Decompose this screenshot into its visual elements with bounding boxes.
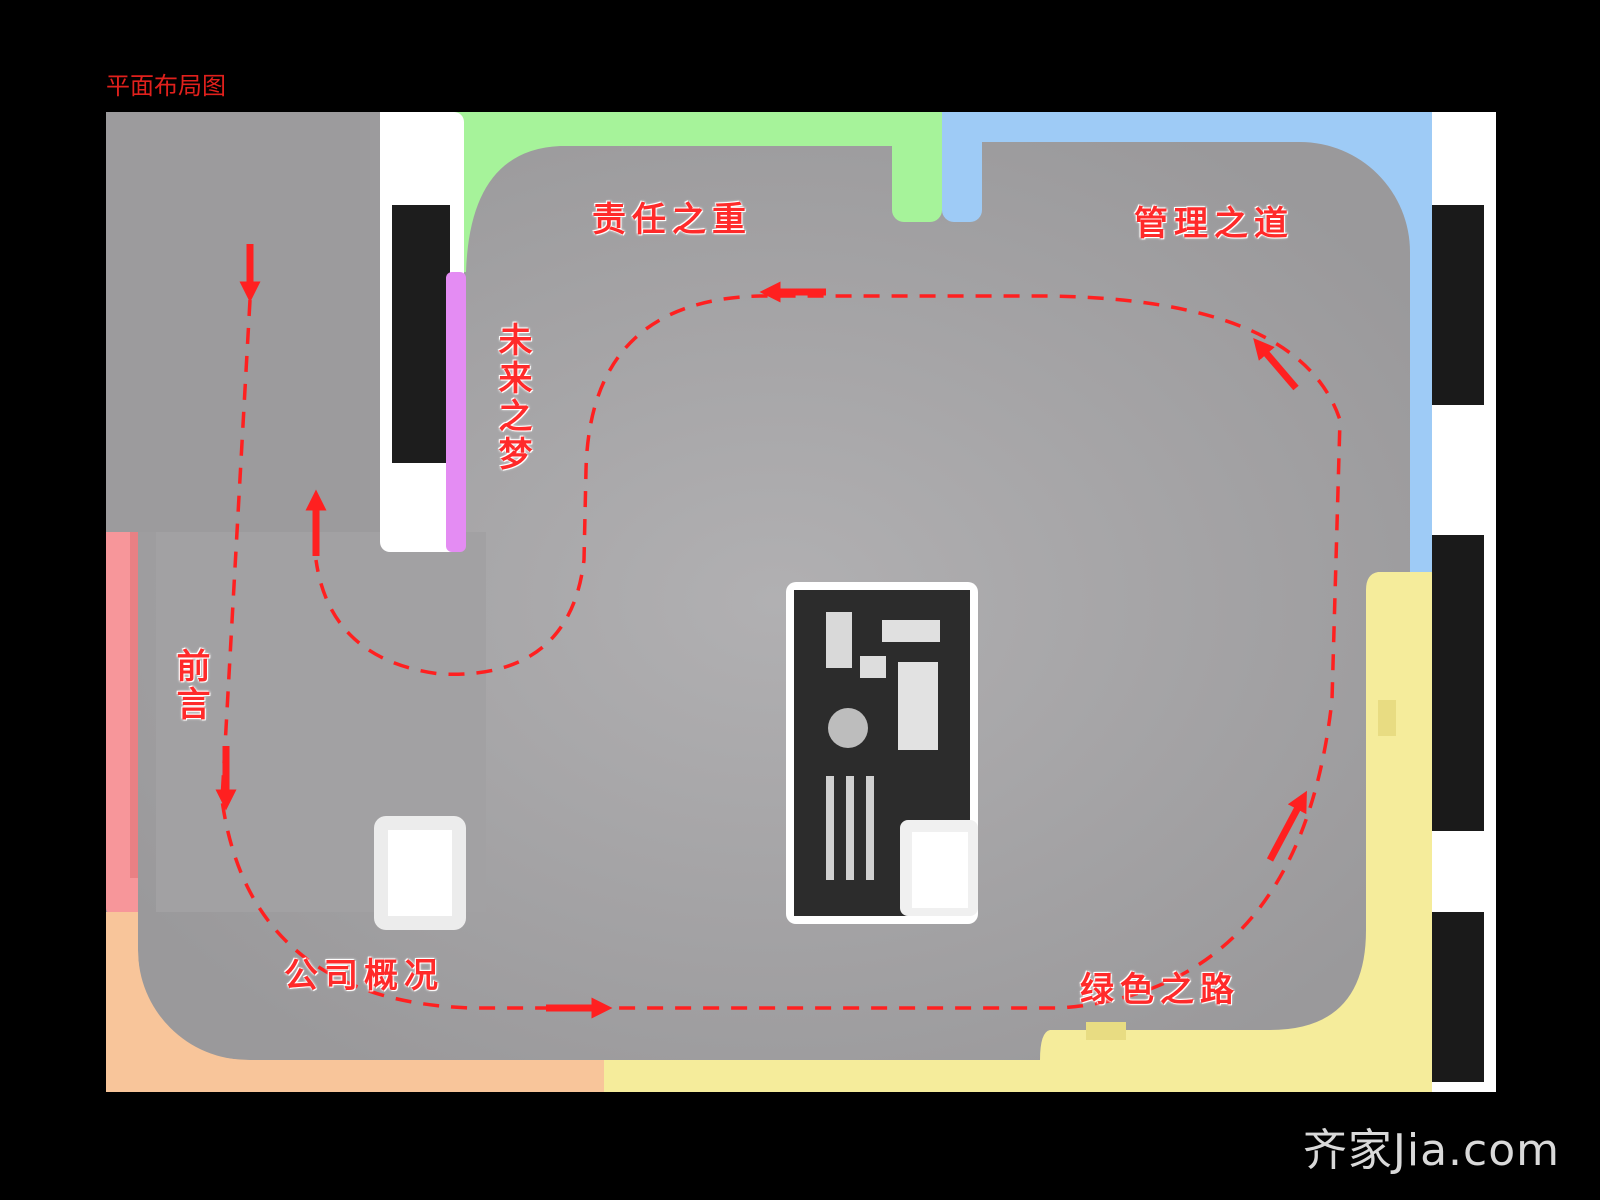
right-panel xyxy=(1432,912,1484,1082)
route-arrow xyxy=(1253,338,1299,391)
exhibit-block xyxy=(826,612,852,668)
watermark: 齐家Jia.com xyxy=(1302,1125,1560,1176)
orange-corner xyxy=(106,912,604,1092)
visitor-route xyxy=(220,294,1342,1010)
exhibit-globe xyxy=(828,708,868,748)
partition-screen xyxy=(392,205,450,463)
zone-label-company-overview: 公司概况 xyxy=(284,956,444,996)
corridor-floor xyxy=(106,112,380,532)
zone-label-management: 管理之道 xyxy=(1134,204,1294,244)
zone-label-green-road: 绿色之路 xyxy=(1080,970,1240,1010)
yellow-kiosk xyxy=(1086,1022,1126,1040)
exhibit-bar xyxy=(846,776,854,880)
right-panel xyxy=(1432,535,1484,831)
green-notch xyxy=(892,112,942,222)
exhibit-bar xyxy=(866,776,874,880)
purple-zone-wall xyxy=(446,272,466,552)
blue-notch xyxy=(942,112,982,222)
page-title: 平面布局图 xyxy=(106,72,226,100)
zone-label-responsibility: 责任之重 xyxy=(592,200,752,240)
zone-label-future-dream: 未来之梦 xyxy=(492,322,532,474)
kiosk-screen xyxy=(388,830,452,916)
route-arrow xyxy=(1266,790,1307,862)
exhibit-block xyxy=(860,656,886,678)
exhibit-block xyxy=(882,620,940,642)
zone-label-preface: 前言 xyxy=(170,648,210,724)
right-panel xyxy=(1432,205,1484,405)
exhibit-bar xyxy=(826,776,834,880)
yellow-kiosk xyxy=(1378,700,1396,736)
yellow-corner xyxy=(1040,572,1410,1060)
green-corner xyxy=(446,112,892,272)
exhibit-block xyxy=(898,662,938,750)
exhibit-box-inner xyxy=(912,832,968,908)
